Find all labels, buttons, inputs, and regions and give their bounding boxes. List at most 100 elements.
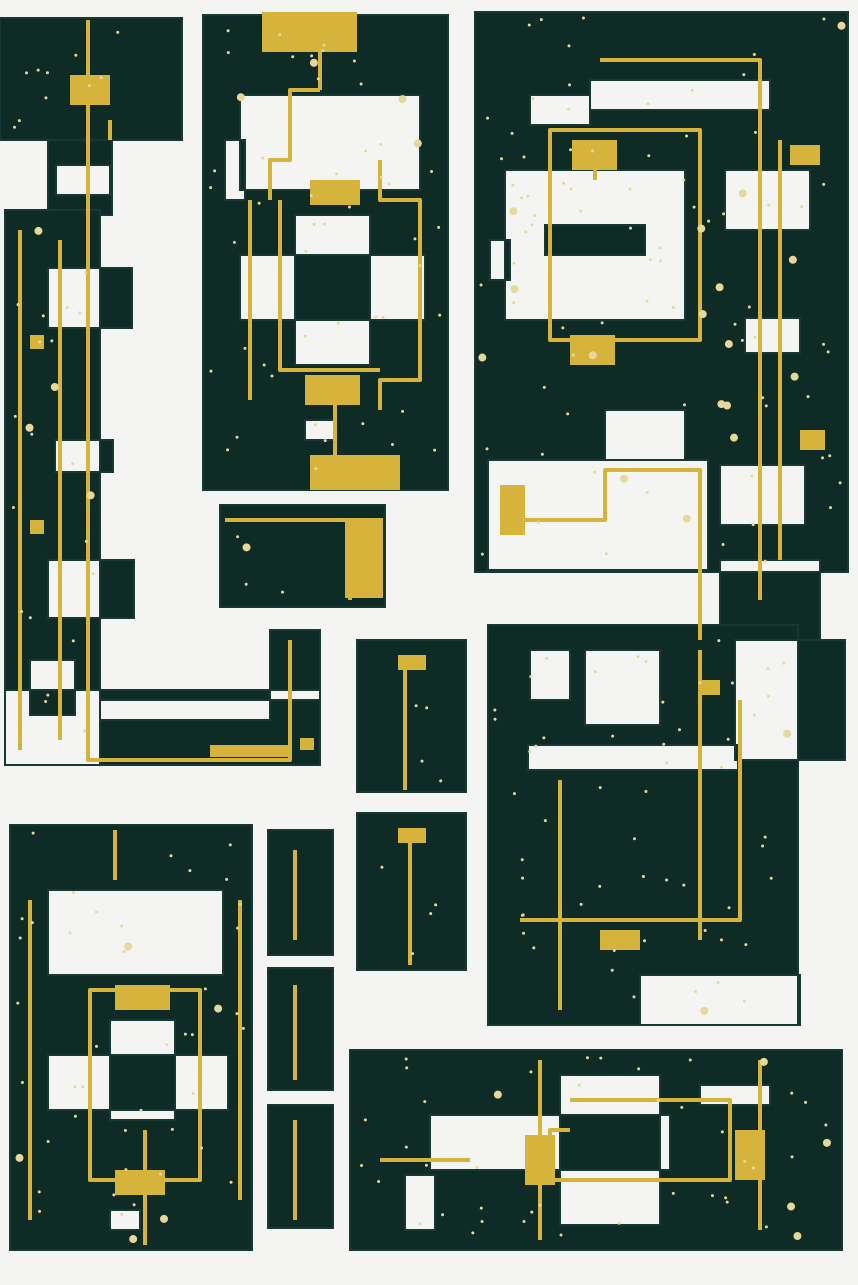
via [579, 902, 583, 906]
via [538, 1203, 542, 1207]
via [429, 912, 433, 916]
via [743, 1159, 747, 1163]
via [591, 149, 595, 153]
via [753, 130, 757, 134]
via [644, 659, 648, 663]
via [598, 786, 602, 790]
via [567, 44, 571, 48]
via [682, 514, 691, 523]
via [17, 119, 21, 123]
via [647, 154, 651, 158]
via [510, 131, 514, 135]
via [188, 869, 192, 873]
via [441, 1213, 445, 1217]
gold-trace [548, 128, 702, 342]
via [310, 60, 314, 64]
via [38, 340, 42, 344]
via [81, 1085, 85, 1089]
via [764, 404, 768, 408]
via [236, 926, 240, 930]
gold-pad [305, 375, 360, 405]
gold-pad [310, 180, 360, 205]
via [512, 301, 516, 305]
via [404, 1145, 408, 1149]
via [159, 1214, 168, 1223]
via [242, 543, 251, 552]
via [750, 474, 754, 478]
gold-pad [525, 1135, 555, 1185]
gold-pad [70, 75, 110, 105]
pcb-board [47, 139, 113, 216]
gold-trace [525, 468, 702, 640]
via [752, 53, 756, 57]
via [569, 148, 573, 152]
pcb-board [356, 639, 467, 793]
via [629, 226, 633, 230]
gold-pad [115, 1170, 165, 1195]
via [665, 761, 669, 765]
via [381, 315, 385, 319]
via [759, 1057, 768, 1066]
via [688, 1058, 692, 1062]
via [730, 433, 739, 442]
via [828, 506, 832, 510]
via [159, 1172, 163, 1176]
via [720, 1130, 724, 1134]
via [132, 1203, 136, 1207]
via [226, 51, 230, 55]
via [225, 877, 229, 881]
via [567, 107, 571, 111]
via [25, 71, 29, 75]
via [562, 181, 566, 185]
via [229, 1180, 233, 1184]
via [334, 172, 338, 176]
via [530, 223, 534, 227]
via [236, 535, 240, 539]
via [742, 999, 746, 1003]
via [439, 779, 443, 783]
gold-pad [115, 985, 170, 1010]
gold-pad [310, 455, 400, 490]
via [71, 462, 75, 466]
gold-trace [548, 1098, 732, 1182]
via [20, 610, 24, 614]
via [522, 931, 526, 935]
via [313, 423, 317, 427]
via [316, 77, 320, 81]
via [433, 448, 437, 452]
via [644, 789, 648, 793]
via [671, 305, 675, 309]
pcb-board [267, 967, 334, 1091]
via [682, 883, 686, 887]
via [413, 237, 417, 241]
via [804, 1100, 808, 1104]
via [539, 18, 543, 22]
via [787, 1202, 796, 1211]
via [13, 414, 17, 418]
via [99, 76, 103, 80]
via [86, 491, 95, 500]
via [611, 734, 615, 738]
via [707, 219, 711, 223]
via [680, 1105, 684, 1109]
via [646, 102, 650, 106]
via [387, 182, 391, 186]
pcb-board [487, 624, 846, 1026]
pcb-board [4, 209, 321, 766]
via [537, 520, 541, 524]
via [510, 285, 519, 294]
via [710, 1194, 714, 1198]
via [493, 1090, 502, 1099]
via [542, 385, 546, 389]
via [68, 931, 72, 935]
via [280, 590, 284, 594]
via [310, 54, 314, 58]
via [822, 1138, 831, 1147]
via [418, 1222, 422, 1226]
via [347, 205, 351, 209]
via [278, 33, 282, 37]
via [314, 467, 318, 471]
via [543, 819, 547, 823]
via [390, 443, 394, 447]
gold-pad [345, 518, 383, 598]
